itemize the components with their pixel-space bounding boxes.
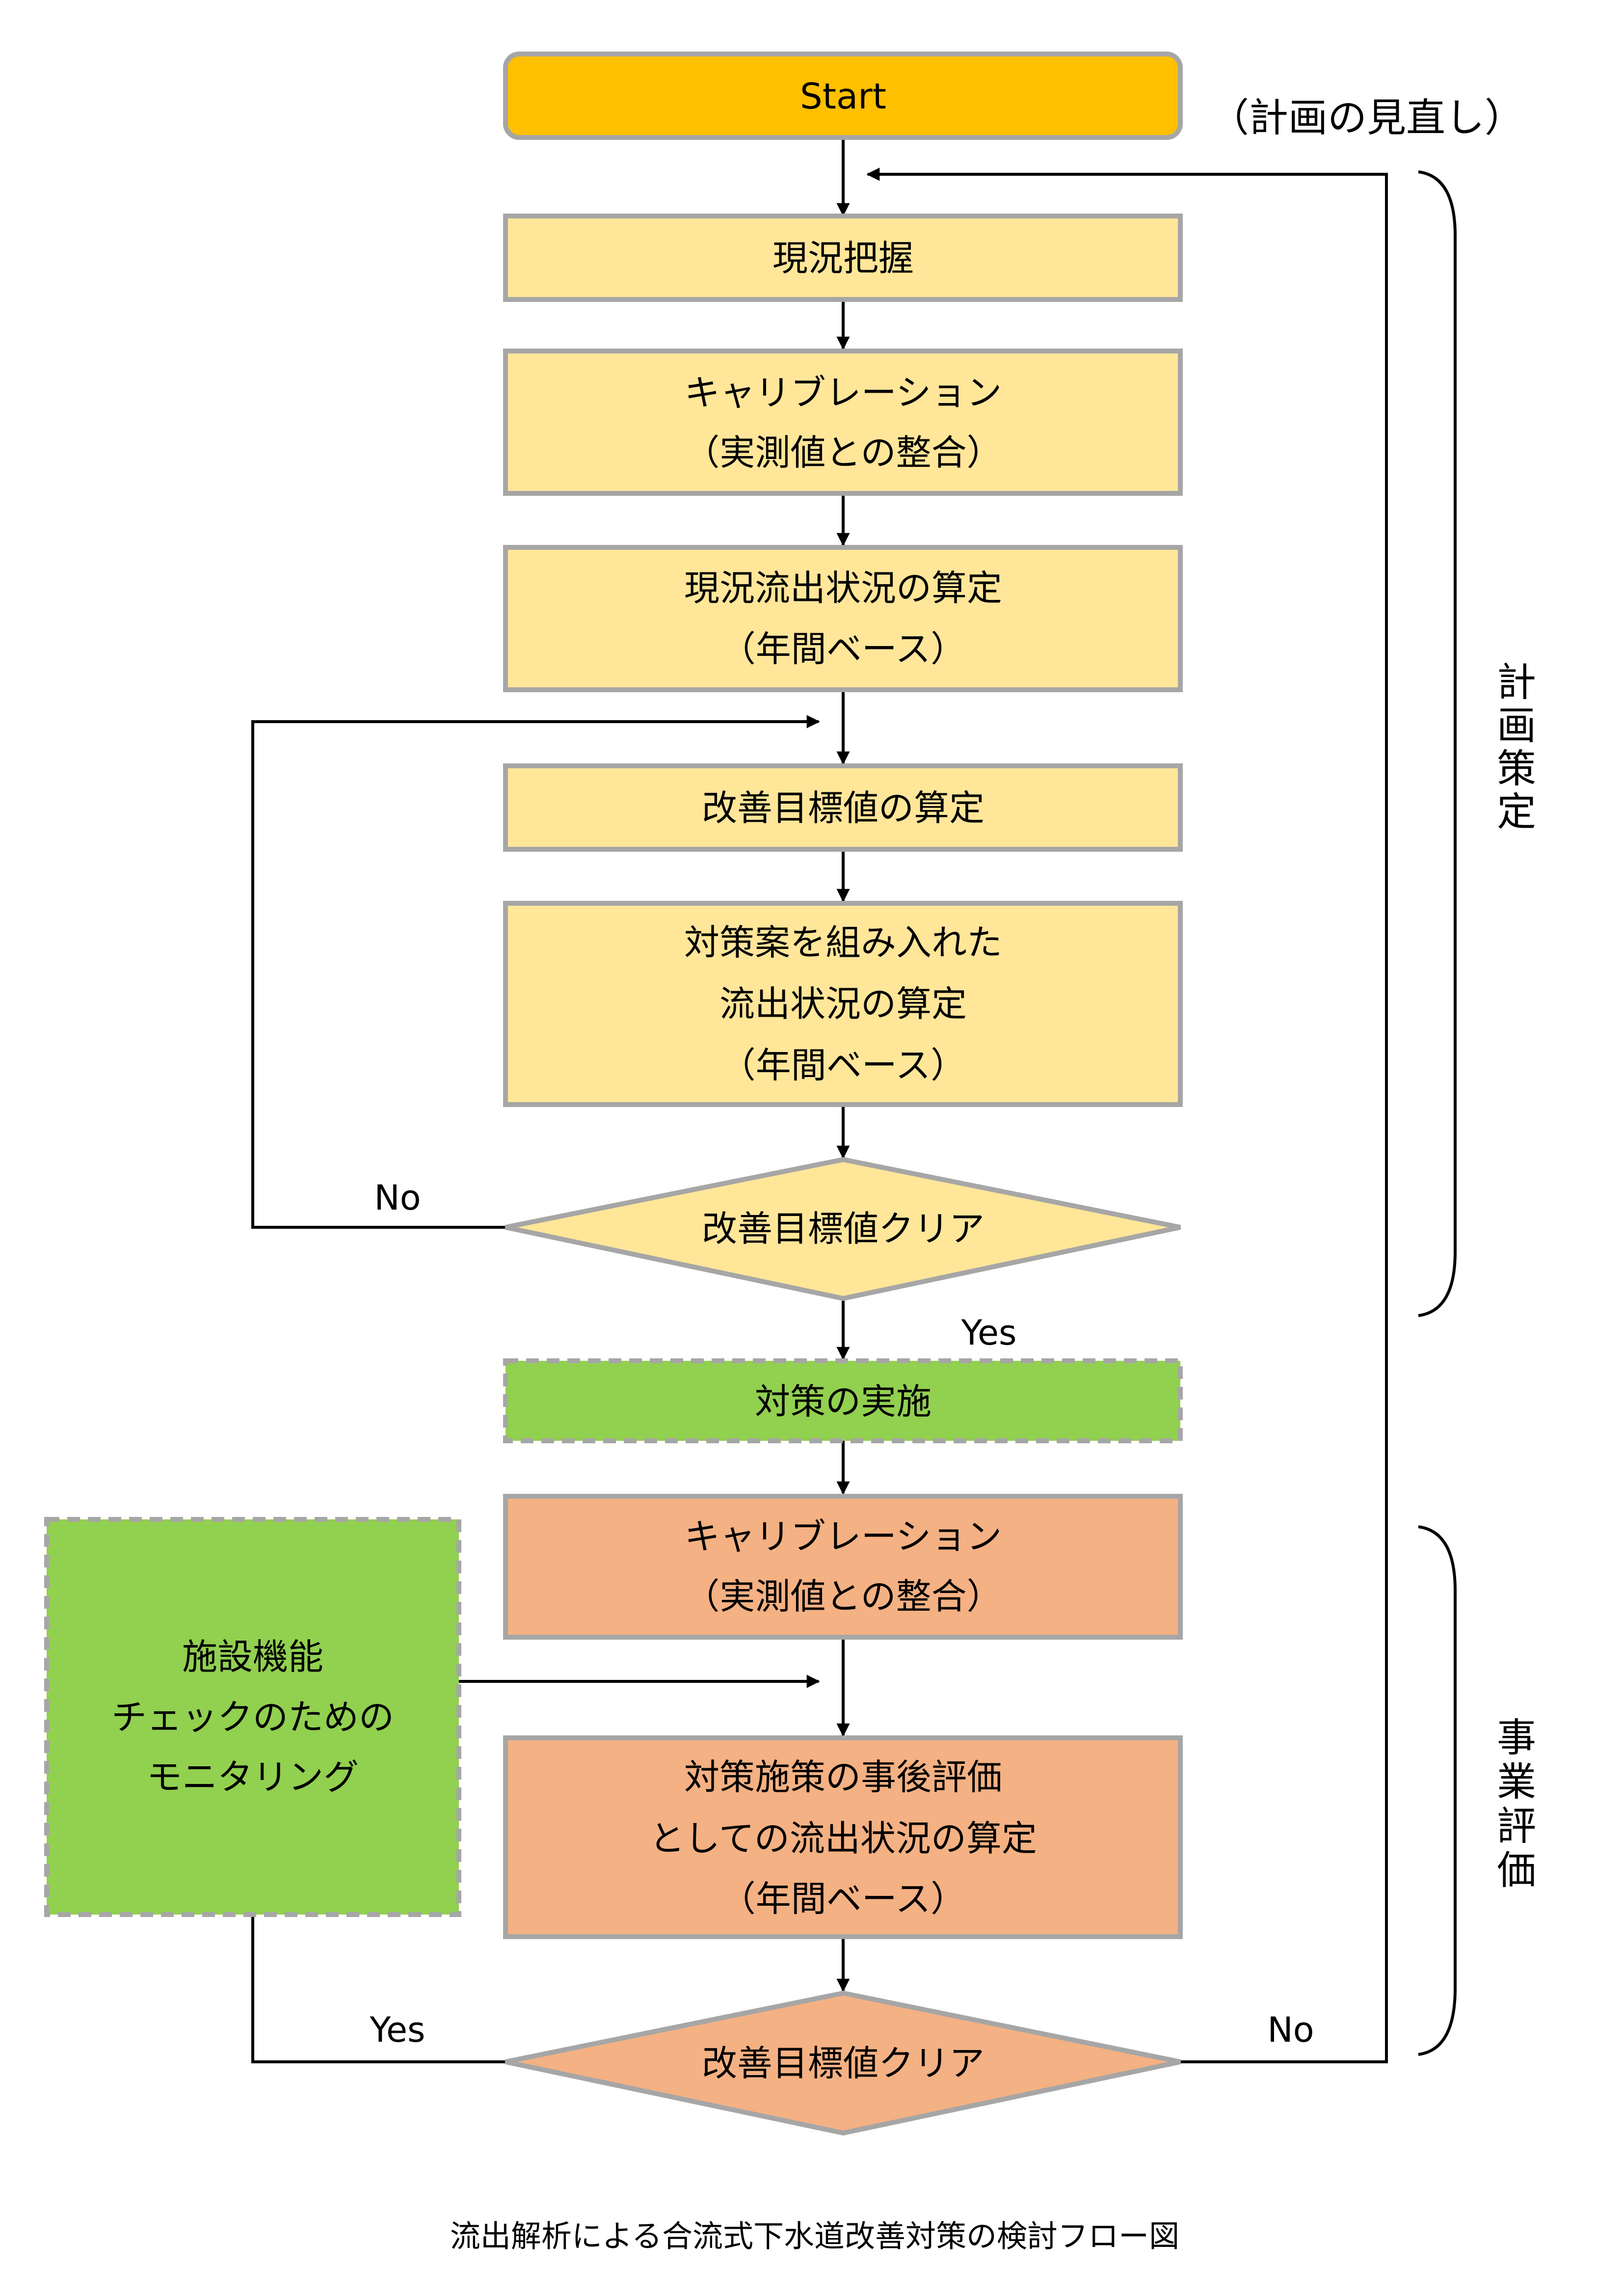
eval-phase-char-4: 価 <box>1497 1848 1536 1893</box>
calibration-1-line-2: （実測値との整合） <box>684 432 1002 473</box>
check-2-no-label: No <box>1267 2010 1314 2050</box>
node-implement: 対策の実施 <box>503 1358 1183 1443</box>
check-1-yes-label: Yes <box>961 1313 1017 1353</box>
node-start: Start <box>503 52 1183 140</box>
check-2-label: 改善目標値クリア <box>702 2043 984 2084</box>
eval-phase-char-2: 業 <box>1497 1759 1536 1805</box>
target-box <box>503 763 1183 852</box>
start-label: Start <box>800 76 886 117</box>
loop-check2-no <box>866 167 1388 2063</box>
calibration-2-box <box>503 1494 1183 1640</box>
check-1-no-label: No <box>374 1178 421 1218</box>
eval-phase-char-3: 評 <box>1497 1804 1536 1849</box>
plan-phase-char-3: 策 <box>1497 746 1536 792</box>
loop-check1-no <box>251 715 820 1229</box>
monitoring-box <box>44 1517 461 1917</box>
node-target: 改善目標値の算定 <box>503 763 1183 852</box>
node-measure-calc: 対策案を組み入れた 流出状況の算定 （年間ベース） <box>503 901 1183 1107</box>
start-terminal <box>503 52 1183 140</box>
measure-calc-line-3: （年間ベース） <box>720 1045 966 1086</box>
check-1-diamond <box>505 1157 1181 1301</box>
plan-phase-char-4: 定 <box>1497 789 1536 835</box>
implement-box <box>503 1358 1183 1443</box>
eval-phase-brace <box>1418 1525 1457 2056</box>
plan-phase-brace <box>1418 170 1457 1317</box>
node-calibration-1: キャリブレーション （実測値との整合） <box>503 349 1183 496</box>
measure-calc-line-1: 対策案を組み入れた <box>684 922 1002 963</box>
node-check-1: 改善目標値クリア <box>505 1157 1181 1301</box>
post-eval-line-1: 対策施策の事後評価 <box>684 1756 1002 1798</box>
monitoring-line-2: チェックのための <box>111 1697 394 1738</box>
monitoring-line-3: モニタリング <box>147 1756 359 1798</box>
calibration-1-box <box>503 349 1183 496</box>
connectors <box>251 137 1388 2063</box>
node-check-2: 改善目標値クリア <box>505 1990 1181 2136</box>
check-2-yes-label: Yes <box>370 2010 426 2050</box>
plan-phase-char-2: 画 <box>1497 703 1536 749</box>
eval-phase-char-1: 事 <box>1497 1715 1536 1761</box>
node-survey: 現況把握 <box>503 214 1183 302</box>
eval-phase-label: 事 業 評 価 <box>1497 1715 1536 1893</box>
check-1-label: 改善目標値クリア <box>702 1208 984 1249</box>
plan-review-label: （計画の見直し） <box>1210 95 1524 141</box>
measure-calc-line-2: 流出状況の算定 <box>719 983 967 1025</box>
node-monitoring: 施設機能 チェックのための モニタリング <box>44 1517 461 1917</box>
monitoring-line-1: 施設機能 <box>182 1636 323 1677</box>
survey-label: 現況把握 <box>772 238 914 279</box>
post-eval-line-3: （年間ベース） <box>720 1878 966 1919</box>
target-label: 改善目標値の算定 <box>702 787 984 829</box>
calibration-2-line-1: キャリブレーション <box>685 1516 1002 1557</box>
loop-check2-yes <box>251 1915 506 2063</box>
implement-label: 対策の実施 <box>755 1381 931 1422</box>
survey-box <box>503 214 1183 302</box>
plan-phase-label: 計 画 策 定 <box>1497 660 1536 835</box>
node-post-eval: 対策施策の事後評価 としての流出状況の算定 （年間ベース） <box>503 1735 1183 1939</box>
current-calc-line-1: 現況流出状況の算定 <box>684 567 1002 609</box>
current-calc-box <box>503 545 1183 692</box>
measure-calc-box <box>503 901 1183 1107</box>
check-2-diamond <box>505 1990 1181 2136</box>
post-eval-line-2: としての流出状況の算定 <box>649 1818 1037 1859</box>
current-calc-line-2: （年間ベース） <box>720 628 966 670</box>
node-calibration-2: キャリブレーション （実測値との整合） <box>503 1494 1183 1640</box>
calibration-1-line-1: キャリブレーション <box>685 372 1002 413</box>
figure-caption: 流出解析による合流式下水道改善対策の検討フロー図 <box>450 2218 1179 2254</box>
post-eval-box <box>503 1735 1183 1939</box>
calibration-2-line-2: （実測値との整合） <box>684 1576 1002 1617</box>
plan-phase-char-1: 計 <box>1497 660 1536 705</box>
node-current-calc: 現況流出状況の算定 （年間ベース） <box>503 545 1183 692</box>
